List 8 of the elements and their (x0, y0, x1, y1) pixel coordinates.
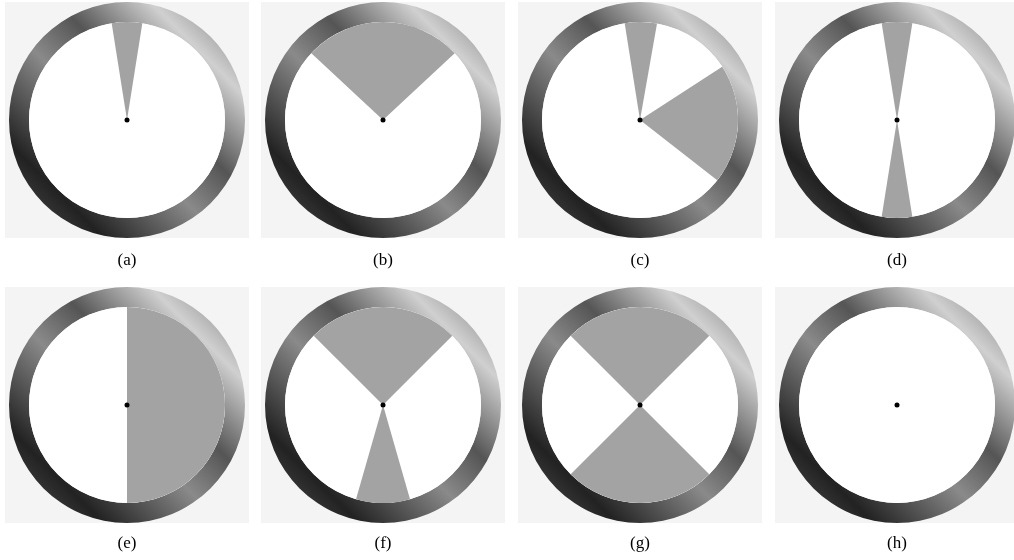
panel-caption: (c) (629, 250, 651, 270)
panel-caption: (e) (116, 533, 138, 553)
panel-caption: (h) (886, 533, 908, 553)
panel-caption: (g) (629, 533, 651, 553)
panel-caption: (f) (373, 533, 393, 553)
panel-caption: (a) (116, 250, 138, 270)
panel-caption: (d) (886, 250, 908, 270)
panel-caption: (b) (372, 250, 394, 270)
